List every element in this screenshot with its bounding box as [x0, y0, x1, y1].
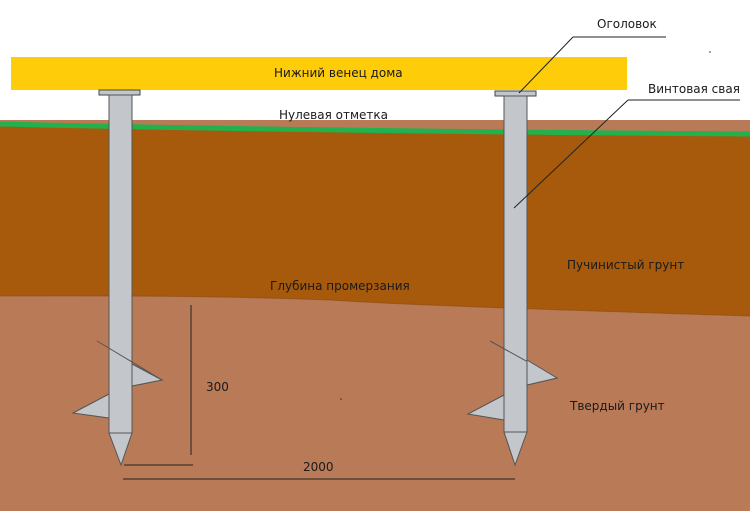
right-pile-cap: [494, 90, 537, 97]
solid-soil-label: Твердый грунт: [570, 399, 665, 413]
heaving-soil-label: Пучинистый грунт: [567, 258, 685, 272]
right-pile-blade-lower: [466, 394, 505, 421]
stray-dot: [340, 398, 342, 400]
right-pile: [466, 90, 559, 467]
left-pile-shaft: [108, 94, 133, 434]
right-pile-shaft: [503, 95, 528, 433]
house-beam-label: Нижний венец дома: [274, 66, 403, 80]
right-pile-blade-right: [526, 359, 559, 386]
freezing-depth-label: Глубина промерзания: [270, 279, 410, 293]
house-beam: [11, 57, 627, 90]
left-pile: [71, 89, 164, 467]
grass-line: [0, 121, 750, 137]
screw-pile-leader-line: [513, 99, 629, 209]
zero-mark-label: Нулевая отметка: [279, 108, 388, 122]
screw-pile-label: Винтовая свая: [648, 82, 740, 96]
pile-cap-leader-line: [518, 36, 574, 94]
stray-dot: [709, 51, 711, 53]
left-pile-blade-right: [131, 363, 164, 387]
heaving-soil-layer: [0, 124, 750, 316]
left-pile-tip: [108, 432, 133, 467]
left-pile-cap: [98, 89, 141, 96]
pile-cap-label: Оголовок: [597, 17, 657, 31]
left-pile-blade-lower: [71, 393, 110, 419]
pile-spacing-dimension-label: 2000: [303, 460, 334, 474]
right-pile-tip: [503, 431, 528, 467]
blade-depth-dimension-label: 300: [206, 380, 229, 394]
